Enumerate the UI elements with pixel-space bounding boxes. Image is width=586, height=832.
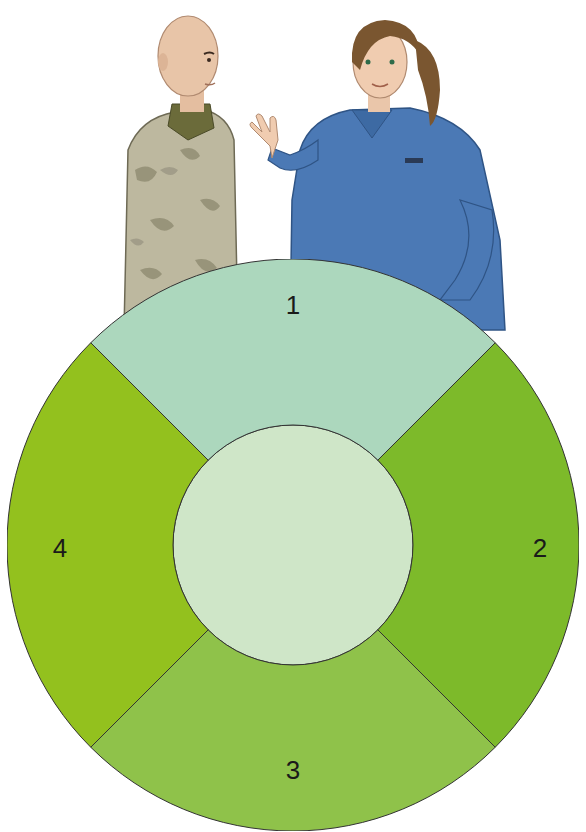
segment-number: 3 xyxy=(286,757,300,783)
segment-number: 4 xyxy=(53,535,67,561)
segment-number: 1 xyxy=(286,292,300,318)
segment-shape xyxy=(7,259,579,831)
segment-number: 2 xyxy=(533,535,547,561)
segment-fill xyxy=(7,343,208,747)
center-circle xyxy=(173,425,413,665)
ring-segment: 4 xyxy=(7,259,579,831)
